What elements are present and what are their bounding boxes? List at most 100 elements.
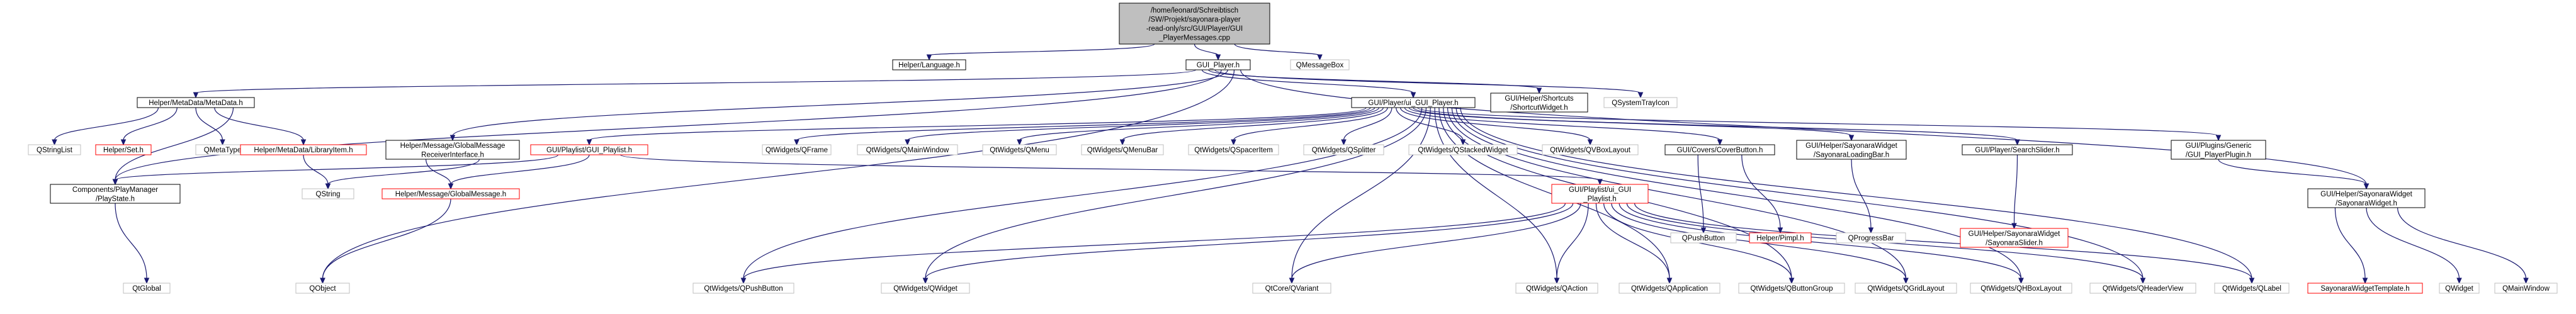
node-box bbox=[1188, 144, 1279, 155]
node-label: QtWidgets/QVBoxLayout bbox=[1550, 147, 1631, 154]
node-label: /home/leonard/Schreibtisch bbox=[1151, 7, 1238, 14]
edge-gui-player-to-qsystemtray bbox=[1214, 69, 1644, 99]
edge-globalmessage-to-qobject bbox=[320, 198, 451, 284]
node-qbuttongroup: QtWidgets/QButtonGroup bbox=[1738, 283, 1845, 294]
node-box bbox=[1962, 144, 2073, 155]
edge-ui-gui-player-to-qstackedwidget bbox=[1396, 107, 1466, 146]
node-box bbox=[1252, 283, 1331, 294]
edge-gui-playlist-to-globalmessage bbox=[448, 154, 590, 190]
node-ui-gui-playlist[interactable]: GUI/Playlist/ui_GUI_Playlist.h bbox=[1551, 184, 1649, 204]
node-qvboxlayout: QtWidgets/QVBoxLayout bbox=[1542, 144, 1639, 155]
node-label: /SayonaraLoadingBar.h bbox=[1814, 151, 1889, 159]
node-box bbox=[982, 144, 1057, 155]
node-label: QObject bbox=[309, 285, 336, 293]
node-gui-playlist[interactable]: GUI/Playlist/GUI_Playlist.h bbox=[530, 144, 648, 155]
node-label: Components/PlayManager bbox=[72, 186, 158, 194]
node-box bbox=[2214, 283, 2290, 294]
edge-searchslider-to-sayonaraslider bbox=[2011, 154, 2018, 230]
edge-sayonarawidget-to-qmainwindow bbox=[2397, 207, 2529, 284]
edge-metadata-to-helper-set bbox=[120, 107, 178, 146]
node-qmenu: QtWidgets/QMenu bbox=[982, 144, 1057, 155]
node-box bbox=[1303, 144, 1384, 155]
node-libraryitem[interactable]: Helper/MetaData/LibraryItem.h bbox=[240, 144, 367, 155]
node-box bbox=[1185, 59, 1251, 70]
node-sayonaraslider[interactable]: GUI/Helper/SayonaraWidget/SayonaraSlider… bbox=[1960, 228, 2069, 248]
node-box bbox=[50, 184, 181, 204]
node-lang[interactable]: Helper/Language.h bbox=[892, 59, 966, 70]
node-box bbox=[2307, 188, 2426, 208]
node-coverbutton[interactable]: GUI/Covers/CoverButton.h bbox=[1664, 144, 1775, 155]
node-loadingbar[interactable]: GUI/Helper/SayonaraWidget/SayonaraLoadin… bbox=[1796, 140, 1907, 160]
node-box bbox=[295, 283, 350, 294]
node-label: Helper/MetaData/LibraryItem.h bbox=[254, 147, 353, 154]
edge-globalmsg-recv-to-qstring bbox=[325, 159, 480, 190]
node-shortcut[interactable]: GUI/Helper/Shortcuts/ShortcutWidget.h bbox=[1490, 93, 1588, 113]
node-label: QProgressBar bbox=[1848, 235, 1894, 242]
node-qw-qwidget: QtWidgets/QWidget bbox=[881, 283, 970, 294]
node-qsplitter: QtWidgets/QSplitter bbox=[1303, 144, 1384, 155]
edge-ui-gui-player-to-qvboxlayout bbox=[1399, 107, 1593, 146]
node-label: QtWidgets/QMainWindow bbox=[866, 147, 949, 154]
node-playstate[interactable]: Components/PlayManager/PlayState.h bbox=[50, 184, 181, 204]
node-qmetatype: QMetaType bbox=[195, 144, 250, 155]
node-label: QtGlobal bbox=[132, 285, 161, 293]
edge-ui-gui-playlist-to-qlabel bbox=[1634, 203, 2255, 284]
node-label: QtWidgets/QLabel bbox=[2222, 285, 2281, 293]
node-box bbox=[123, 283, 171, 294]
node-box bbox=[2089, 283, 2196, 294]
node-label: QStringList bbox=[37, 147, 73, 154]
node-box bbox=[1542, 144, 1639, 155]
node-box bbox=[1796, 140, 1907, 160]
node-label: QtWidgets/QFrame bbox=[765, 147, 828, 154]
node-box bbox=[95, 144, 152, 155]
node-helper-set[interactable]: Helper/Set.h bbox=[95, 144, 152, 155]
node-qheaderview: QtWidgets/QHeaderView bbox=[2089, 283, 2196, 294]
node-label: QtWidgets/QApplication bbox=[1631, 285, 1708, 293]
node-label: GUI/Player/ui_GUI_Player.h bbox=[1368, 99, 1458, 107]
node-label: GUI/Helper/Shortcuts bbox=[1505, 95, 1574, 103]
node-ui-gui-player[interactable]: GUI/Player/ui_GUI_Player.h bbox=[1351, 97, 1476, 108]
node-playerplugin[interactable]: GUI/Plugins/Generic/GUI_PlayerPlugin.h bbox=[2171, 140, 2266, 160]
edge-ui-gui-playlist-to-qhboxlayout bbox=[1618, 203, 2024, 284]
node-globalmsg-recv[interactable]: Helper/Message/GlobalMessageReceiverInte… bbox=[385, 140, 520, 160]
node-label: GUI/Playlist/ui_GUI bbox=[1569, 186, 1631, 194]
node-gui-player[interactable]: GUI_Player.h bbox=[1185, 59, 1251, 70]
node-box bbox=[1351, 97, 1476, 108]
node-globalmessage[interactable]: Helper/Message/GlobalMessage.h bbox=[381, 188, 520, 199]
node-sayonaratemplate[interactable]: SayonaraWidgetTemplate.h bbox=[2307, 283, 2423, 294]
node-box bbox=[2439, 283, 2480, 294]
node-label: Helper/Pimpl.h bbox=[1756, 235, 1804, 242]
edge-ui-gui-player-to-playerplugin bbox=[1417, 107, 2222, 142]
node-qmainwindow: QMainWindow bbox=[2494, 283, 2558, 294]
node-qobject: QObject bbox=[295, 283, 350, 294]
node-searchslider[interactable]: GUI/Player/SearchSlider.h bbox=[1962, 144, 2073, 155]
node-label: QMetaType bbox=[204, 147, 241, 154]
node-label: /PlayState.h bbox=[96, 195, 135, 203]
node-qprogressbar: QProgressBar bbox=[1836, 232, 1906, 244]
node-root[interactable]: /home/leonard/Schreibtisch/SW/Projekt/sa… bbox=[1119, 3, 1270, 45]
edge-gui-player-to-qobject bbox=[320, 69, 1235, 284]
node-box bbox=[385, 140, 520, 160]
node-label: GUI/Helper/SayonaraWidget bbox=[1805, 142, 1898, 150]
node-label: SayonaraWidgetTemplate.h bbox=[2320, 285, 2409, 293]
node-metadata[interactable]: Helper/MetaData/MetaData.h bbox=[137, 97, 255, 108]
node-box bbox=[2494, 283, 2558, 294]
node-label: Helper/Message/GlobalMessage bbox=[400, 142, 506, 150]
node-box bbox=[381, 188, 520, 199]
node-qw-qpushbutton: QtWidgets/QPushButton bbox=[692, 283, 794, 294]
edge-coverbutton-to-qpushbutton bbox=[1697, 154, 1707, 234]
node-box bbox=[1855, 283, 1957, 294]
node-box bbox=[137, 97, 255, 108]
edge-gui-playlist-to-ui-gui-playlist bbox=[620, 154, 1603, 186]
node-box bbox=[1618, 283, 1720, 294]
node-qsystemtray: QSystemTrayIcon bbox=[1603, 97, 1678, 108]
node-pimpl[interactable]: Helper/Pimpl.h bbox=[1749, 232, 1812, 244]
node-label: QWidget bbox=[2445, 285, 2474, 293]
edge-ui-gui-player-to-qmainwindow-w bbox=[905, 107, 1376, 146]
node-label: QtWidgets/QMenu bbox=[990, 147, 1049, 154]
node-label: /GUI_PlayerPlugin.h bbox=[2186, 151, 2251, 159]
node-qaction: QtWidgets/QAction bbox=[1515, 283, 1598, 294]
node-box bbox=[1749, 232, 1812, 244]
node-sayonarawidget[interactable]: GUI/Helper/SayonaraWidget/SayonaraWidget… bbox=[2307, 188, 2426, 208]
